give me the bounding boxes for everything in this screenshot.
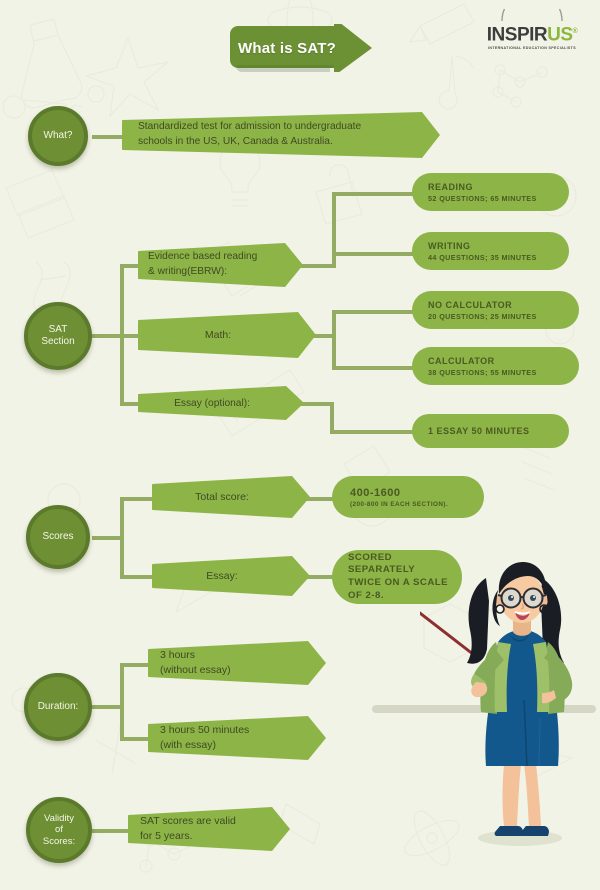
connector-to-essay-min bbox=[330, 430, 414, 434]
connector-essay-to-value bbox=[298, 575, 334, 579]
node-validity-label: Validity of Scores: bbox=[42, 813, 76, 847]
box-essay-optional[interactable]: Essay (optional): bbox=[138, 386, 304, 420]
connector-validity bbox=[92, 829, 128, 833]
logo-registered-mark: ® bbox=[572, 28, 578, 35]
box-math-text: Math: bbox=[204, 329, 232, 341]
connector-essay-spine bbox=[330, 402, 334, 432]
connector-math-out bbox=[312, 334, 332, 338]
node-duration[interactable]: Duration: bbox=[24, 673, 92, 741]
header-banner: What is SAT? bbox=[222, 24, 374, 72]
connector-sat-to-ebrw bbox=[120, 264, 140, 268]
box-essay-minutes-title: 1 ESSAY 50 MINUTES bbox=[428, 426, 530, 436]
box-essay-minutes[interactable]: 1 ESSAY 50 MINUTES bbox=[412, 414, 569, 448]
box-math[interactable]: Math: bbox=[138, 312, 316, 358]
connector-ebrw-spine bbox=[332, 192, 336, 268]
box-reading[interactable]: READING 52 QUESTIONS; 65 MINUTES bbox=[412, 173, 569, 211]
logo-wordmark: INSPIRUS® bbox=[476, 22, 588, 44]
box-what-description[interactable]: Standardized test for admission to under… bbox=[122, 112, 440, 158]
connector-ebrw-out bbox=[300, 264, 332, 268]
page-title: What is SAT? bbox=[238, 39, 336, 57]
logo-tagline: INTERNATIONAL EDUCATION SPECIALISTS bbox=[488, 46, 576, 51]
banner-arrow-shape bbox=[230, 24, 372, 72]
connector-to-reading bbox=[332, 192, 414, 196]
box-essay-score-value-title: SCORED SEPARATELY TWICE ON A SCALE OF 2-… bbox=[348, 551, 449, 601]
box-total-score[interactable]: Total score: bbox=[152, 476, 310, 518]
connector-to-with-essay bbox=[120, 737, 150, 741]
logo-word-part1: INSPIR bbox=[486, 24, 548, 46]
node-duration-label: Duration: bbox=[37, 701, 79, 713]
box-essay-score-text: Essay: bbox=[206, 570, 238, 582]
box-ebrw-text: Evidence based reading & writing(EBRW): bbox=[148, 251, 258, 277]
node-validity[interactable]: Validity of Scores: bbox=[26, 797, 92, 863]
box-duration-no-essay-text: 3 hours (without essay) bbox=[160, 648, 231, 676]
connector-duration-spine bbox=[120, 663, 124, 741]
box-writing[interactable]: WRITING 44 QUESTIONS; 35 MINUTES bbox=[412, 232, 569, 270]
connector-to-calc bbox=[332, 366, 414, 370]
box-calculator-title: CALCULATOR bbox=[428, 355, 495, 366]
box-validity-text: SAT scores are valid for 5 years. bbox=[140, 814, 236, 842]
box-duration-with-essay[interactable]: 3 hours 50 minutes (with essay) bbox=[148, 716, 326, 760]
box-no-calculator[interactable]: NO CALCULATOR 20 QUESTIONS; 25 MINUTES bbox=[412, 291, 579, 329]
box-duration-with-essay-text: 3 hours 50 minutes (with essay) bbox=[160, 723, 250, 751]
connector-to-no-essay bbox=[120, 663, 150, 667]
connector-scores-spine bbox=[120, 497, 124, 579]
box-calculator[interactable]: CALCULATOR 38 QUESTIONS; 55 MINUTES bbox=[412, 347, 579, 385]
box-calculator-sub: 38 QUESTIONS; 55 MINUTES bbox=[428, 367, 537, 377]
box-validity[interactable]: SAT scores are valid for 5 years. bbox=[128, 807, 290, 851]
connector-sat-to-math bbox=[120, 334, 140, 338]
box-essay-optional-text: Essay (optional): bbox=[174, 397, 250, 409]
box-reading-title: READING bbox=[428, 181, 474, 192]
connector-scores-stem bbox=[92, 536, 120, 540]
teacher-illustration bbox=[420, 562, 573, 846]
node-what-label: What? bbox=[43, 130, 73, 142]
box-essay-score[interactable]: Essay: bbox=[152, 556, 310, 596]
connector-to-essay-score bbox=[120, 575, 152, 579]
connector-sat-to-essay bbox=[120, 402, 140, 406]
pointer-stick bbox=[420, 611, 480, 660]
box-writing-title: WRITING bbox=[428, 240, 471, 251]
box-total-score-value[interactable]: 400-1600 (200-800 IN EACH SECTION). bbox=[332, 476, 484, 518]
logo-word-part2: US bbox=[547, 24, 573, 46]
box-no-calculator-sub: 20 QUESTIONS; 25 MINUTES bbox=[428, 311, 537, 321]
brand-logo: INSPIRUS® INTERNATIONAL EDUCATION SPECIA… bbox=[476, 9, 588, 51]
logo-arc-icon bbox=[501, 9, 563, 22]
connector-duration-stem bbox=[92, 705, 120, 709]
connector-total-to-value bbox=[298, 497, 334, 501]
connector-sat-stem bbox=[92, 334, 120, 338]
node-sat-section-label: SAT Section bbox=[41, 324, 75, 347]
box-what-description-text: Standardized test for admission to under… bbox=[138, 121, 362, 147]
box-duration-no-essay[interactable]: 3 hours (without essay) bbox=[148, 641, 326, 685]
box-no-calculator-title: NO CALCULATOR bbox=[428, 299, 513, 310]
node-scores[interactable]: Scores bbox=[26, 505, 90, 569]
connector-to-total bbox=[120, 497, 152, 501]
connector-to-nocalc bbox=[332, 310, 414, 314]
connector-to-writing bbox=[332, 252, 414, 256]
node-what[interactable]: What? bbox=[28, 106, 88, 166]
connector-math-spine bbox=[332, 310, 336, 370]
box-total-score-value-title: 400-1600 bbox=[350, 486, 401, 499]
node-scores-label: Scores bbox=[42, 531, 74, 543]
box-total-score-text: Total score: bbox=[195, 491, 249, 503]
connector-essay-out bbox=[300, 402, 334, 406]
box-ebrw[interactable]: Evidence based reading & writing(EBRW): bbox=[138, 243, 303, 287]
node-sat-section[interactable]: SAT Section bbox=[24, 302, 92, 370]
box-essay-score-value[interactable]: SCORED SEPARATELY TWICE ON A SCALE OF 2-… bbox=[332, 550, 462, 604]
box-writing-sub: 44 QUESTIONS; 35 MINUTES bbox=[428, 252, 537, 262]
connector-what bbox=[92, 135, 124, 139]
box-total-score-value-sub: (200-800 IN EACH SECTION). bbox=[350, 500, 449, 508]
box-reading-sub: 52 QUESTIONS; 65 MINUTES bbox=[428, 193, 537, 203]
